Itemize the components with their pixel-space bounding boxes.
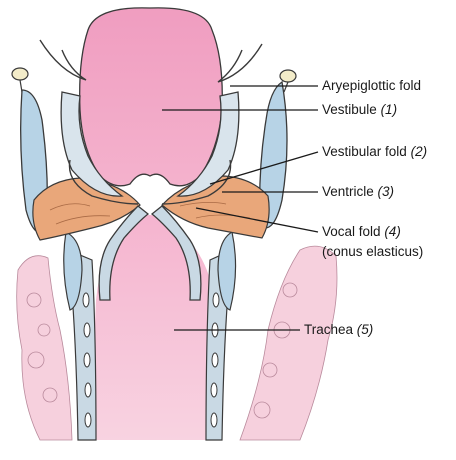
label-text: Trachea <box>304 322 353 337</box>
label-text: Ventricle <box>322 184 374 199</box>
label-number: (3) <box>378 184 395 199</box>
aryepiglottic-fold-right <box>218 44 262 82</box>
label-text: Vestibular fold <box>322 144 407 159</box>
label-text: Vestibule <box>322 102 377 117</box>
label-trachea: Trachea (5) <box>304 322 373 338</box>
label-vocal-fold-subtitle: (conus elasticus) <box>322 244 423 260</box>
label-text: Vocal fold <box>322 224 381 239</box>
label-text: Aryepiglottic fold <box>322 78 421 93</box>
cartilage-stalk-right <box>284 82 288 92</box>
label-vocal-fold: Vocal fold (4) <box>322 224 401 240</box>
cartilage-stalk-left <box>20 80 22 92</box>
label-number: (5) <box>357 322 374 337</box>
label-number: (1) <box>381 102 398 117</box>
label-ventricle: Ventricle (3) <box>322 184 394 200</box>
label-text: (conus elasticus) <box>322 244 423 259</box>
vestibule-mucosa <box>80 8 223 186</box>
label-number: (4) <box>384 224 401 239</box>
label-aryepiglottic-fold: Aryepiglottic fold <box>322 78 421 94</box>
label-vestibular-fold: Vestibular fold (2) <box>322 144 427 160</box>
label-number: (2) <box>411 144 428 159</box>
label-vestibule: Vestibule (1) <box>322 102 397 118</box>
aryepiglottic-fold-left <box>40 40 86 80</box>
